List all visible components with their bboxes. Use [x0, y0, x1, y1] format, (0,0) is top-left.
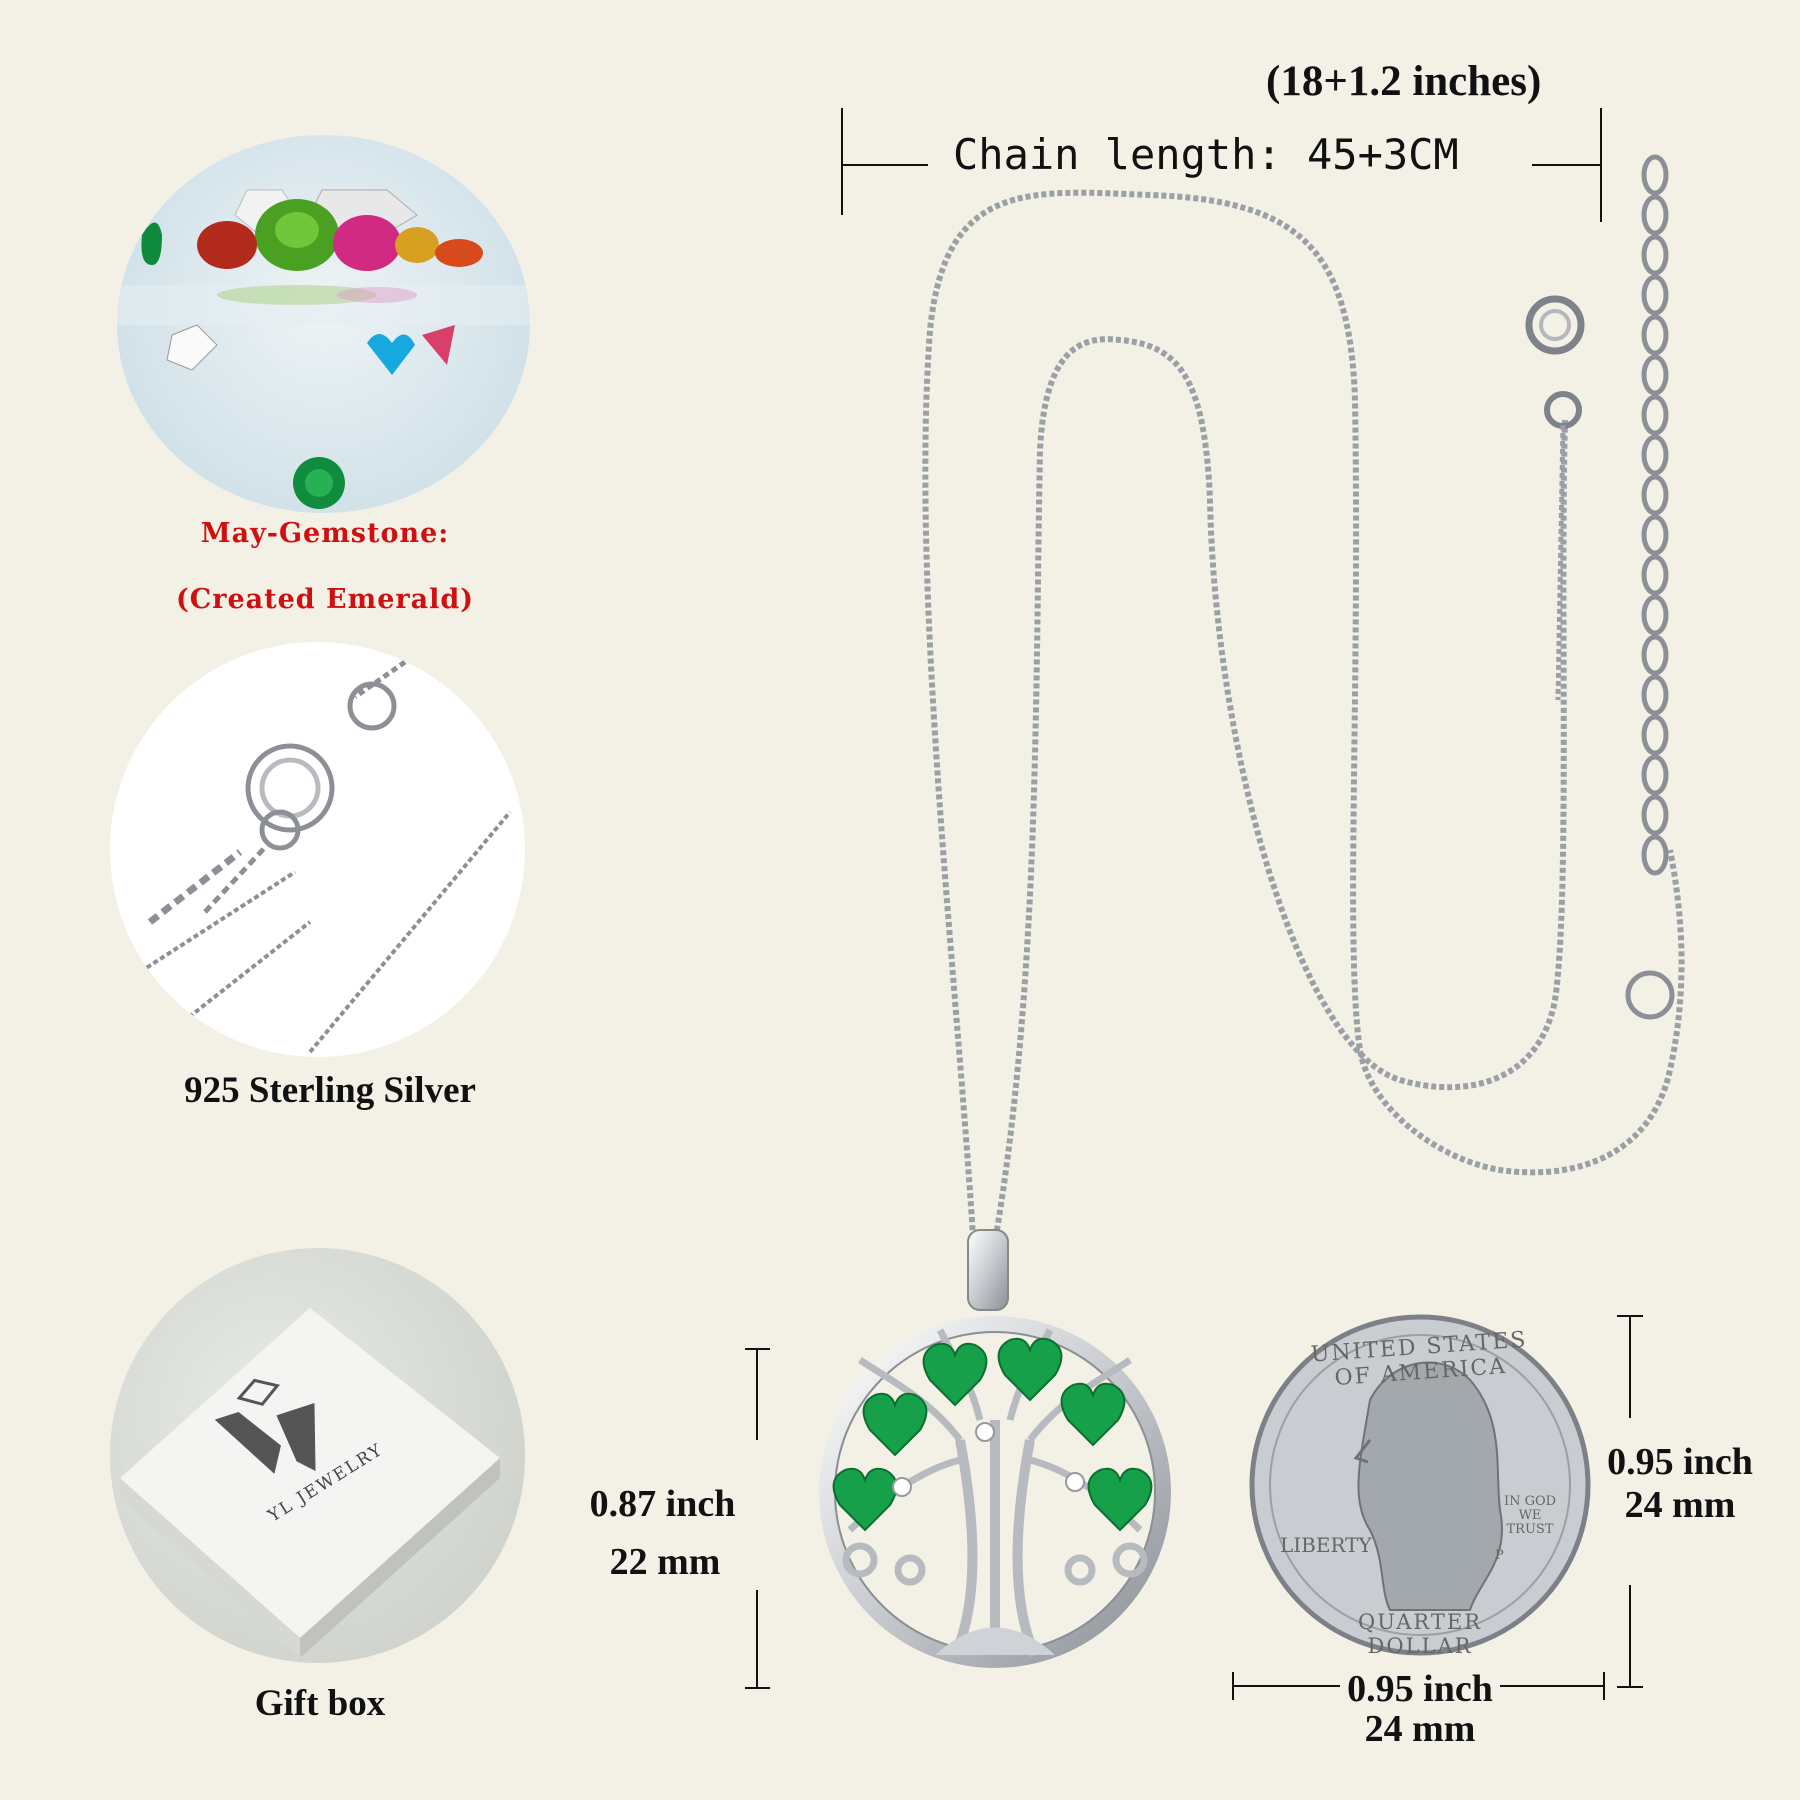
coin-width-mm-label: 24 mm: [1364, 1708, 1476, 1750]
giftbox-photo: YL JEWELRY: [110, 1248, 525, 1663]
coin-mint: P: [1495, 1548, 1504, 1563]
coin-width-inch-label: 0.95 inch: [1347, 1668, 1493, 1710]
chain-length-label: Chain length: 45+3CM: [953, 130, 1459, 179]
chain-inches-label: (18+1.2 inches): [1266, 58, 1542, 105]
coin-height-inch-label: 0.95 inch: [1607, 1441, 1753, 1483]
silver-label: 925 Sterling Silver: [184, 1070, 476, 1111]
clasp-illustration: [138, 659, 512, 1054]
gemstone-sublabel: (Created Emerald): [175, 584, 475, 615]
pendant-inch-label: 0.87 inch: [589, 1483, 736, 1525]
coin-liberty: LIBERTY: [1280, 1533, 1372, 1557]
gemstones-photo: [117, 135, 530, 513]
giftbox-label: Gift box: [254, 1683, 386, 1724]
coin-denomination: QUARTER DOLLAR: [1357, 1610, 1483, 1658]
coin-motto: IN GOD WE TRUST: [1503, 1494, 1557, 1537]
pendant-mm-label: 22 mm: [609, 1541, 721, 1583]
coin-height-mm-label: 24 mm: [1624, 1484, 1736, 1526]
silver-clasp-photo: [110, 642, 525, 1057]
gemstone-label: May-Gemstone:: [200, 518, 450, 549]
giftbox-illustration: [120, 1308, 500, 1658]
gemstones-illustration: [117, 189, 530, 509]
